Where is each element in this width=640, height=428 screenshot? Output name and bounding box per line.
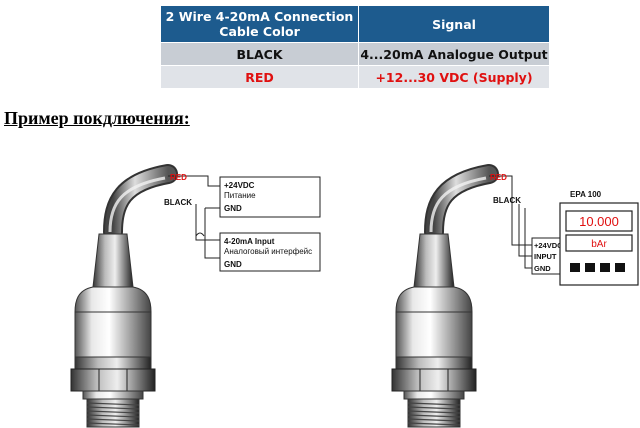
device-button[interactable] xyxy=(615,263,625,272)
terminal-24vdc: +24VDC xyxy=(534,241,563,250)
cell-color-red: RED xyxy=(160,65,359,89)
right-wire-black-label: BLACK xyxy=(493,196,521,205)
table-header-row: 2 Wire 4-20mA Connection Cable Color Sig… xyxy=(160,5,550,43)
left-input-label: 4-20mA Input xyxy=(224,237,275,246)
display-unit-box xyxy=(565,234,633,252)
device-button[interactable] xyxy=(585,263,595,272)
sensor-left xyxy=(71,174,168,427)
header-cable-color-line2: Cable Color xyxy=(219,24,300,39)
section-title: Пример покдлючения: xyxy=(4,108,190,128)
sensor-right xyxy=(392,174,489,427)
left-wire-red-label: RED xyxy=(170,173,187,182)
device-button[interactable] xyxy=(600,263,610,272)
display-unit: bAr xyxy=(591,239,607,250)
left-input-gnd: GND xyxy=(224,260,242,269)
right-wire-red-label: RED xyxy=(490,173,507,182)
terminal-input: INPUT xyxy=(534,252,557,261)
header-signal: Signal xyxy=(358,5,550,43)
wiring-left xyxy=(168,175,321,272)
left-supply-label: Питание xyxy=(224,191,256,200)
table-row: BLACK 4...20mA Analogue Output xyxy=(160,42,550,66)
left-input-desc: Аналоговый интерфейс xyxy=(224,247,312,256)
cell-signal-supply: +12...30 VDC (Supply) xyxy=(358,65,550,89)
terminal-gnd: GND xyxy=(534,264,551,273)
display-value-box xyxy=(565,210,633,232)
cell-signal-output: 4...20mA Analogue Output xyxy=(358,42,550,66)
display-value: 10.000 xyxy=(579,214,619,229)
device-button[interactable] xyxy=(570,263,580,272)
left-wire-black-label: BLACK xyxy=(164,198,192,207)
header-cable-color-line1: 2 Wire 4-20mA Connection xyxy=(165,9,354,24)
header-cable-color: 2 Wire 4-20mA Connection Cable Color xyxy=(160,5,359,43)
left-supply-plus: +24VDC xyxy=(224,181,255,190)
cell-color-black: BLACK xyxy=(160,42,359,66)
connection-table: 2 Wire 4-20mA Connection Cable Color Sig… xyxy=(160,5,550,89)
table-row: RED +12...30 VDC (Supply) xyxy=(160,65,550,89)
device-name: EPA 100 xyxy=(570,190,602,199)
left-supply-gnd: GND xyxy=(224,204,242,213)
